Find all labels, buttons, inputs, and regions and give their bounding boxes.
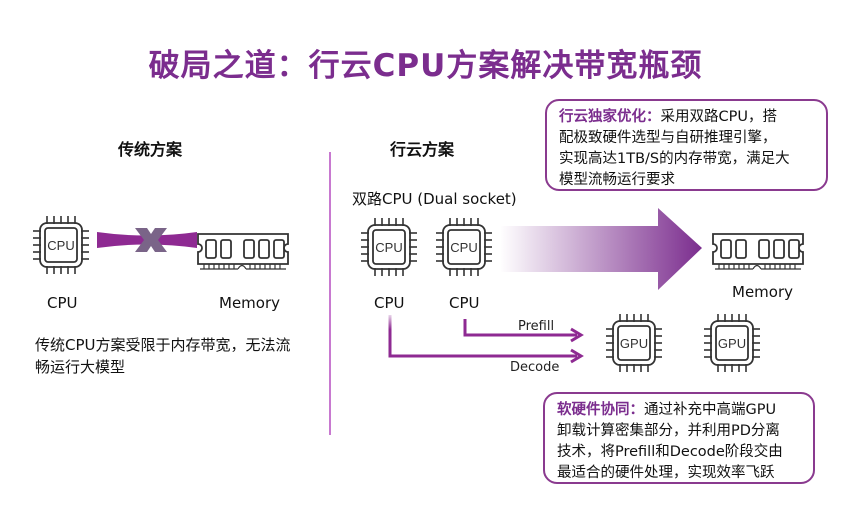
bandwidth-arrow-icon <box>500 208 702 290</box>
section-divider <box>329 152 331 435</box>
page-title: 破局之道：行云CPU方案解决带宽瓶颈 <box>148 48 703 84</box>
dual-socket-label: 双路CPU (Dual socket) <box>352 190 517 208</box>
callout-text: 卸载计算密集部分，并利用PD分离 <box>557 423 780 439</box>
memory-icon <box>197 233 289 270</box>
gpu-chip-text: GPU <box>620 336 648 351</box>
xingyun-heading: 行云方案 <box>390 140 455 159</box>
cpu-chip-text: CPU <box>375 240 402 255</box>
callout-text: 通过补充中高端GPU <box>644 402 777 418</box>
cpu-chip-text: CPU <box>47 238 74 253</box>
cpu-chip-icon: CPU <box>32 215 90 275</box>
callout-text: 实现高达1TB/S的内存带宽，满足大 <box>559 151 790 167</box>
blocked-connection <box>97 228 197 252</box>
cpu-chip-text: CPU <box>450 240 477 255</box>
traditional-heading: 传统方案 <box>118 140 183 159</box>
callout-text: 技术，将Prefill和Decode阶段交由 <box>557 444 783 460</box>
cpu-chip-icon: CPU <box>435 217 493 277</box>
description-line: 传统CPU方案受限于内存带宽，无法流 <box>35 336 291 354</box>
x-cross-icon <box>135 228 167 252</box>
description-line: 畅运行大模型 <box>35 358 126 376</box>
codesign-callout: 软硬件协同：通过补充中高端GPU 卸载计算密集部分，并利用PD分离 技术，将Pr… <box>543 392 815 484</box>
memory-label: Memory <box>219 294 281 312</box>
memory-label: Memory <box>732 283 794 301</box>
cpu-label: CPU <box>47 294 78 312</box>
decode-label: Decode <box>510 360 560 375</box>
cpu-chip-icon: CPU <box>360 217 418 277</box>
memory-icon <box>712 233 804 270</box>
callout-text: 配极致硬件选型与自研推理引擎， <box>559 130 777 146</box>
gpu-chip-text: GPU <box>718 336 746 351</box>
pd-arrows <box>388 315 584 364</box>
decode-arrow-icon <box>388 315 584 364</box>
gpu-chip-icon: GPU <box>703 313 761 373</box>
callout-text: 模型流畅运行要求 <box>559 172 675 188</box>
gpu-chip-icon: GPU <box>605 313 663 373</box>
traditional-description: 传统CPU方案受限于内存带宽，无法流 畅运行大模型 <box>35 334 291 378</box>
cpu-label: CPU <box>374 294 405 312</box>
cpu-label: CPU <box>449 294 480 312</box>
prefill-arrow-icon <box>463 319 584 343</box>
callout-text: 采用双路CPU，搭 <box>660 109 777 125</box>
prefill-label: Prefill <box>518 319 555 334</box>
optimization-callout: 行云独家优化：采用双路CPU，搭 配极致硬件选型与自研推理引擎， 实现高达1TB… <box>545 99 828 191</box>
callout-highlight: 行云独家优化： <box>559 109 661 125</box>
callout-text: 最适合的硬件处理，实现效率飞跃 <box>557 465 775 481</box>
callout-highlight: 软硬件协同： <box>557 402 644 418</box>
